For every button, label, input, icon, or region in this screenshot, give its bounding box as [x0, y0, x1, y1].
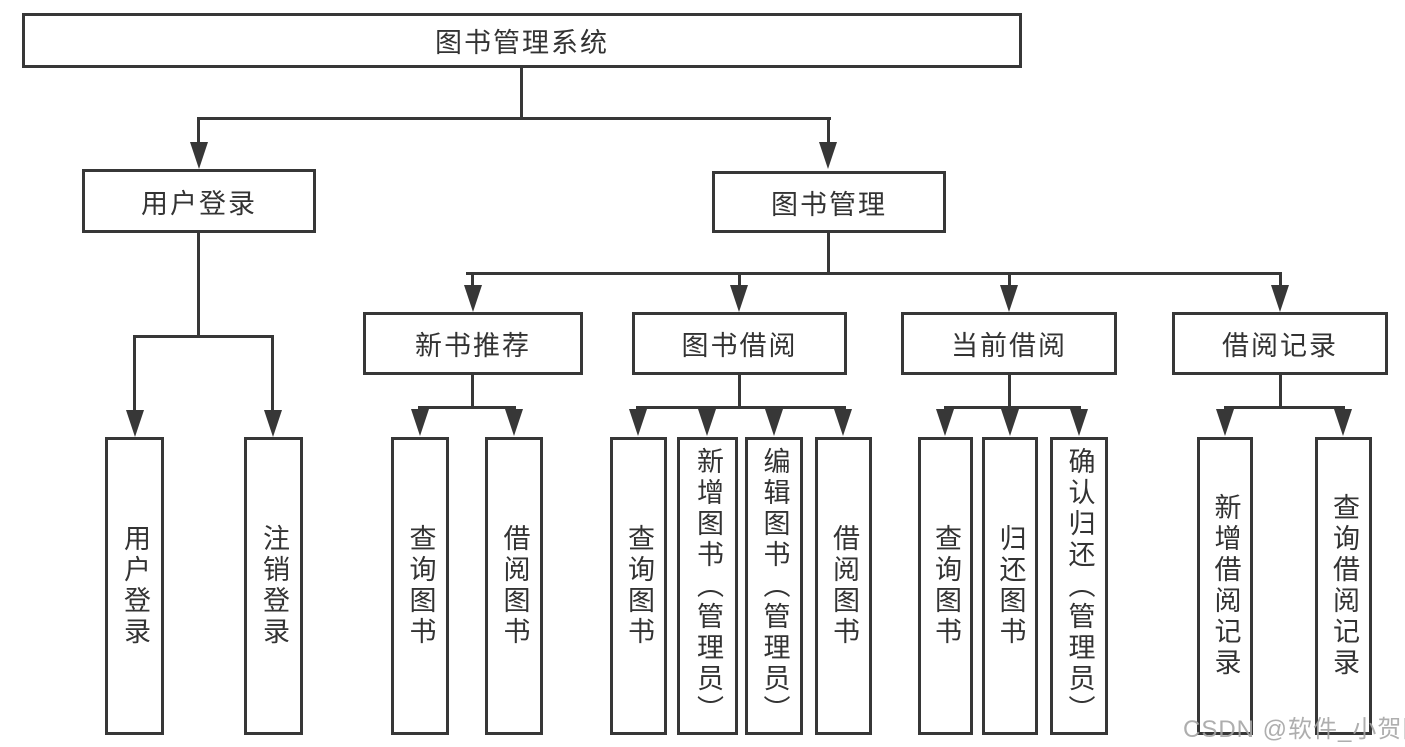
connector-drop-leaf-user-login — [133, 335, 136, 411]
connector-book-stem — [827, 233, 830, 272]
leaf-query-books-newbooks: 查询图书 — [391, 437, 449, 735]
csdn-watermark: CSDN @软件_小贺同学 — [1183, 716, 1405, 743]
node-current-borrow: 当前借阅 — [901, 312, 1117, 375]
connector-arrow-sec2-child0 — [936, 409, 954, 436]
connector-arrow-book-borrow — [730, 285, 748, 312]
connector-sec0-stem — [471, 375, 474, 406]
connector-arrow-book — [819, 142, 837, 169]
connector-arrow-sec1-child3 — [834, 409, 852, 436]
connector-arrow-borrow-records — [1271, 285, 1289, 312]
node-user-login-label: 用户登录 — [141, 188, 257, 219]
leaf-borrow-books-newbooks: 借阅图书 — [485, 437, 543, 735]
connector-root-crossbar — [197, 117, 831, 120]
connector-sec2-crossbar — [944, 406, 1081, 409]
leaf-query-books-borrow: 查询图书 — [610, 437, 667, 735]
node-new-book-recommend-label: 新书推荐 — [415, 331, 531, 361]
node-user-login: 用户登录 — [82, 169, 316, 233]
connector-sec2-stem — [1008, 375, 1011, 406]
connector-arrow-sec3-child0 — [1216, 409, 1234, 436]
connector-sec3-stem — [1279, 375, 1282, 406]
node-current-borrow-label: 当前借阅 — [951, 331, 1067, 361]
connector-arrow-leaf-user-login — [126, 410, 144, 437]
node-root: 图书管理系统 — [22, 13, 1022, 68]
leaf-confirm-return-admin: 确认归还（管理员） — [1050, 437, 1108, 735]
connector-drop-leaf-logout — [271, 335, 274, 411]
connector-arrow-new-books — [464, 285, 482, 312]
connector-arrow-sec0-child0 — [411, 409, 429, 436]
leaf-return-book: 归还图书 — [982, 437, 1038, 735]
connector-drop-book — [827, 117, 830, 144]
connector-drop-book-borrow — [738, 272, 741, 287]
leaf-logout: 注销登录 — [244, 437, 303, 735]
node-book-borrow-label: 图书借阅 — [681, 331, 798, 361]
connector-arrow-sec3-child1 — [1334, 409, 1352, 436]
node-book-management-label: 图书管理 — [771, 189, 887, 220]
node-book-management: 图书管理 — [712, 171, 946, 233]
node-new-book-recommend: 新书推荐 — [363, 312, 583, 375]
connector-drop-current-borrow — [1008, 272, 1011, 287]
connector-user-stem — [197, 233, 200, 335]
connector-arrow-sec0-child1 — [505, 409, 523, 436]
node-borrow-records: 借阅记录 — [1172, 312, 1388, 375]
leaf-user-login: 用户登录 — [105, 437, 164, 735]
leaf-edit-book-admin: 编辑图书（管理员） — [745, 437, 803, 735]
connector-arrow-leaf-logout — [264, 410, 282, 437]
connector-arrow-user — [190, 142, 208, 169]
connector-drop-borrow-records — [1279, 272, 1282, 287]
connector-drop-new-books — [471, 272, 474, 287]
leaf-add-borrow-record: 新增借阅记录 — [1197, 437, 1253, 735]
connector-arrow-sec1-child2 — [765, 409, 783, 436]
node-book-borrow: 图书借阅 — [632, 312, 847, 375]
node-root-label: 图书管理系统 — [435, 28, 609, 58]
connector-sec1-stem — [738, 375, 741, 406]
connector-arrow-sec1-child0 — [629, 409, 647, 436]
leaf-borrow-books-borrow: 借阅图书 — [815, 437, 872, 735]
leaf-query-borrow-record: 查询借阅记录 — [1315, 437, 1372, 735]
connector-root-stem — [520, 68, 523, 117]
connector-arrow-sec2-child2 — [1070, 409, 1088, 436]
connector-sec1-crossbar — [636, 406, 846, 409]
leaf-add-book-admin: 新增图书（管理员） — [677, 437, 738, 735]
connector-arrow-sec1-child1 — [698, 409, 716, 436]
connector-user-crossbar — [133, 335, 274, 338]
connector-sec0-crossbar — [418, 406, 516, 409]
connector-sec3-crossbar — [1224, 406, 1345, 409]
node-borrow-records-label: 借阅记录 — [1222, 331, 1338, 361]
connector-book-crossbar — [466, 272, 1282, 275]
leaf-query-books-current: 查询图书 — [918, 437, 973, 735]
connector-drop-user — [197, 117, 200, 144]
connector-arrow-sec2-child1 — [1001, 409, 1019, 436]
connector-arrow-current-borrow — [1000, 285, 1018, 312]
